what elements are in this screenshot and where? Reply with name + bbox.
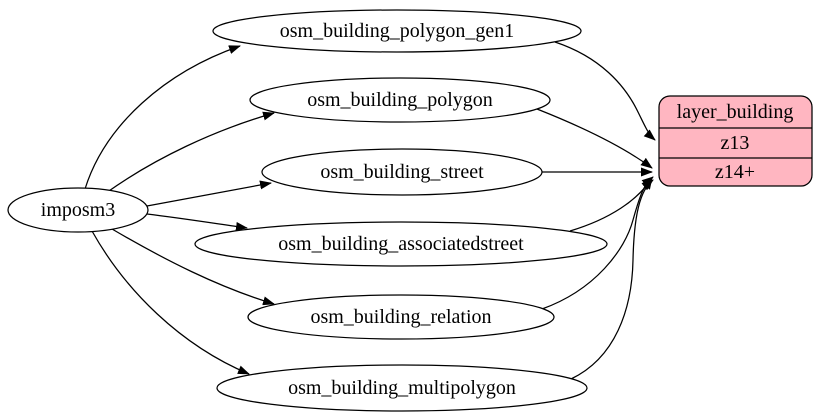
node-osm_building_multipolygon-label: osm_building_multipolygon — [288, 377, 516, 399]
node-osm_building_multipolygon-shape — [216, 364, 588, 412]
node-osm_building_associatedstreet-label: osm_building_associatedstreet — [278, 233, 524, 255]
node-osm_building_polygon_gen1-label: osm_building_polygon_gen1 — [280, 20, 514, 42]
edge-imposm3-to-osm_building_associatedstreet — [146, 213, 248, 231]
node-osm_building_street: osm_building_street — [261, 148, 543, 196]
edge-imposm3-to-osm_building_relation — [111, 228, 275, 306]
node-imposm3: imposm3 — [7, 187, 149, 233]
record-row-z14plus: z14+ — [715, 161, 755, 183]
record-title: layer_building — [677, 101, 794, 123]
record-node-layer_building: layer_building z13 z14+ — [658, 95, 813, 187]
edge-imposm3-to-osm_building_multipolygon — [91, 230, 250, 375]
edge-osm_building_polygon-to-z14 — [536, 108, 653, 169]
node-osm_building_relation-shape — [247, 294, 555, 340]
node-osm_building_polygon-shape — [249, 77, 551, 123]
node-osm_building_relation: osm_building_relation — [247, 294, 555, 340]
node-imposm3-label: imposm3 — [41, 199, 115, 221]
node-osm_building_associatedstreet-shape — [194, 221, 608, 267]
node-osm_building_multipolygon: osm_building_multipolygon — [216, 364, 588, 412]
node-osm_building_polygon: osm_building_polygon — [249, 77, 551, 123]
record-node-shape — [658, 95, 813, 187]
edge-group-tables-to-record — [536, 41, 656, 380]
node-osm_building_polygon-label: osm_building_polygon — [307, 89, 493, 111]
edge-imposm3-to-osm_building_polygon_gen1 — [84, 45, 241, 190]
node-imposm3-shape — [7, 187, 149, 233]
edge-osm_building_polygon_gen1-to-z13 — [554, 41, 656, 141]
node-osm_building_street-shape — [261, 148, 543, 196]
node-osm_building_polygon_gen1: osm_building_polygon_gen1 — [212, 9, 582, 53]
edge-group-source-to-tables — [84, 45, 275, 375]
record-row-z13: z13 — [721, 132, 750, 154]
edge-imposm3-to-osm_building_street — [146, 180, 272, 207]
node-osm_building_associatedstreet: osm_building_associatedstreet — [194, 221, 608, 267]
edge-imposm3-to-osm_building_polygon — [105, 111, 275, 194]
node-osm_building_street-label: osm_building_street — [320, 161, 484, 183]
edge-osm_building_multipolygon-to-z14 — [570, 179, 654, 380]
node-osm_building_polygon_gen1-shape — [212, 9, 582, 53]
node-osm_building_relation-label: osm_building_relation — [310, 306, 491, 328]
